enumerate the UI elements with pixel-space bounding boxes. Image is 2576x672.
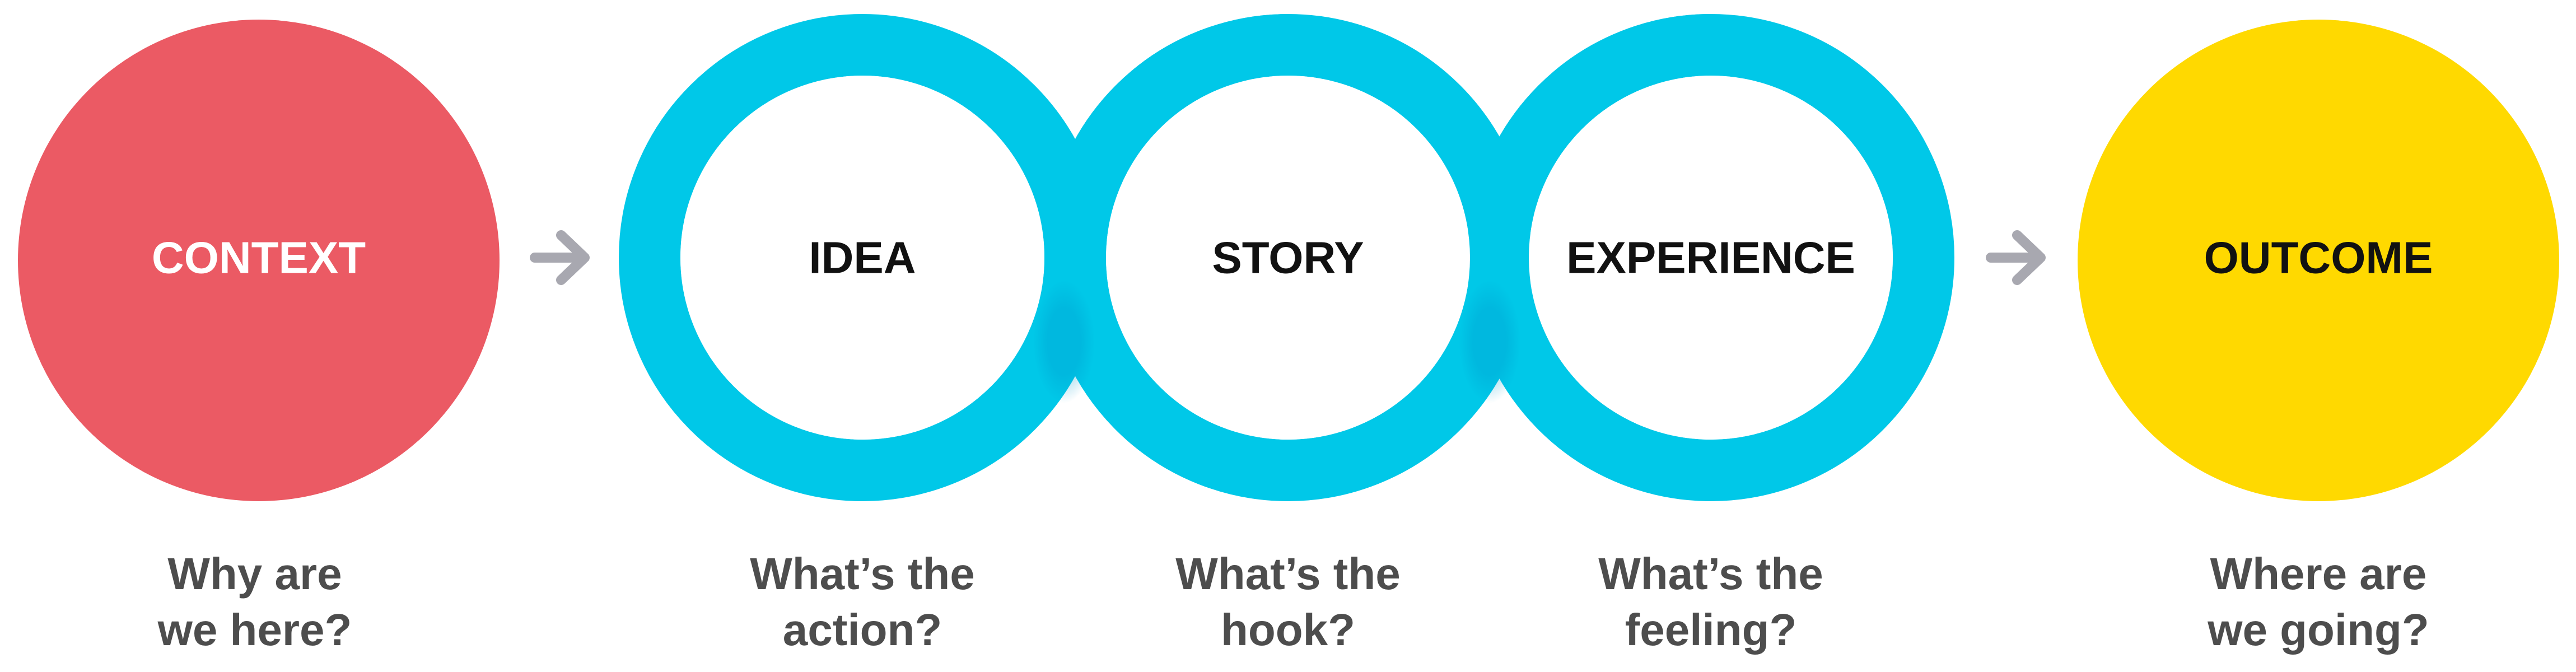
story-ring-interior <box>1106 76 1470 440</box>
outcome-caption-line-1: Where are <box>2210 549 2427 599</box>
link-shadow <box>1459 280 1520 403</box>
experience-caption-line-2: feeling? <box>1625 605 1797 655</box>
context-label: CONTEXT <box>152 233 366 283</box>
linked-rings: IDEA STORY EXPERIENCE <box>619 14 1954 501</box>
captions: Why are we here? What’s the action? What… <box>157 549 2429 655</box>
arrow-right-icon <box>1986 230 2046 285</box>
context-caption-line-1: Why are <box>167 549 342 599</box>
story-caption-line-2: hook? <box>1221 605 1355 655</box>
idea-label: IDEA <box>809 233 916 283</box>
story-label: STORY <box>1212 233 1364 283</box>
link-shadow <box>1033 280 1095 403</box>
context-circle <box>18 20 500 501</box>
story-ring-overlap-arc <box>1044 14 1289 258</box>
story-caption-line-1: What’s the <box>1175 549 1400 599</box>
experience-ring-overlap-arc <box>1467 14 1711 258</box>
outcome-caption-line-2: we going? <box>2207 605 2429 655</box>
outcome-circle <box>2078 20 2559 501</box>
experience-label: EXPERIENCE <box>1566 233 1855 283</box>
experience-caption-line-1: What’s the <box>1598 549 1823 599</box>
node-context: CONTEXT <box>18 20 500 501</box>
context-caption-line-2: we here? <box>157 605 352 655</box>
idea-caption-line-2: action? <box>783 605 942 655</box>
idea-ring-interior <box>680 76 1044 440</box>
outcome-label: OUTCOME <box>2204 233 2433 283</box>
arrow-right-icon <box>530 230 590 285</box>
experience-ring-interior <box>1529 76 1893 440</box>
idea-caption-line-1: What’s the <box>750 549 974 599</box>
node-outcome: OUTCOME <box>2078 20 2559 501</box>
